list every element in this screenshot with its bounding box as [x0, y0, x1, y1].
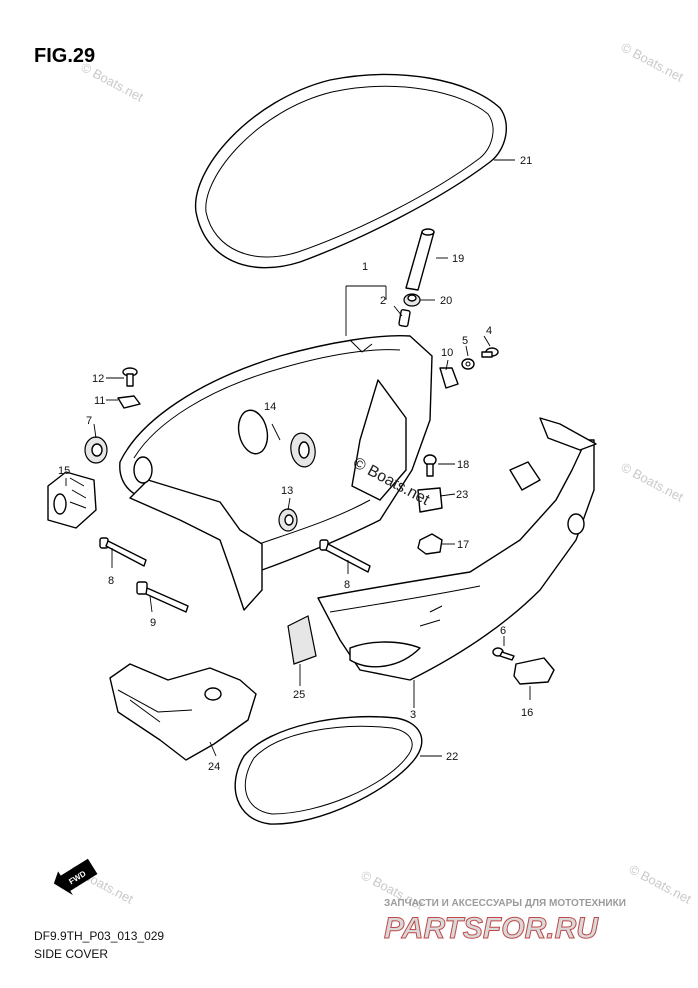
callout-8-left: 8 [108, 575, 114, 587]
callout-3: 3 [410, 709, 416, 721]
watermark-right: © Boats.net [619, 459, 687, 504]
washer-5 [461, 358, 475, 370]
figure-title: FIG.29 [34, 45, 95, 67]
figure-code: DF9.9TH_P03_013_029 [34, 929, 164, 943]
callout-14: 14 [264, 401, 276, 413]
callout-21: 21 [520, 155, 532, 167]
callout-17: 17 [457, 539, 469, 551]
callout-18: 18 [457, 459, 469, 471]
callout-25: 25 [293, 689, 305, 701]
callout-2: 2 [380, 295, 386, 307]
seal-ring-21 [194, 73, 507, 269]
grommet-13 [278, 508, 298, 532]
watermark-bottom-right: © Boats.net [627, 861, 695, 906]
brand-logo: PARTSFOR.RU [384, 912, 599, 945]
callout-1: 1 [362, 261, 368, 273]
callout-6: 6 [500, 625, 506, 637]
side-cover-1 [119, 335, 433, 611]
side-cover-3 [317, 417, 597, 681]
bolt-9 [136, 581, 189, 613]
callout-4: 4 [486, 325, 492, 337]
callout-labels: 1 2 3 4 5 6 7 8 8 9 10 11 12 13 14 15 16… [58, 155, 533, 773]
watermark-top-right: © Boats.net [619, 39, 687, 84]
screw-6 [492, 647, 515, 661]
grommet-7 [84, 436, 108, 464]
fwd-arrow-icon: FWD [53, 858, 98, 896]
latch-cover-16 [513, 657, 555, 685]
callout-24: 24 [208, 761, 220, 773]
bracket-10 [439, 367, 459, 389]
callout-5: 5 [462, 335, 468, 347]
bolt-8-left [99, 537, 147, 567]
callout-20: 20 [440, 295, 452, 307]
callout-22: 22 [446, 751, 458, 763]
callout-12: 12 [92, 373, 104, 385]
callout-16: 16 [521, 707, 533, 719]
callout-15: 15 [58, 465, 70, 477]
callout-9: 9 [150, 617, 156, 629]
callout-8-right: 8 [344, 579, 350, 591]
grommet-14 [290, 432, 316, 468]
nut-17 [417, 533, 443, 555]
pin-19 [405, 228, 435, 291]
callout-13: 13 [281, 485, 293, 497]
screw-4 [481, 347, 499, 358]
clip-23 [417, 487, 443, 513]
callout-7: 7 [86, 415, 92, 427]
callout-10: 10 [441, 347, 453, 359]
grommet-20 [403, 293, 421, 307]
bracket-24 [109, 663, 257, 761]
latch-15 [47, 471, 97, 529]
brand-tagline: ЗАПЧАСТИ И АКСЕССУАРЫ ДЛЯ МОТОТЕХНИКИ [384, 898, 626, 909]
callout-23: 23 [456, 489, 468, 501]
watermark-top: © Boats.net [79, 59, 147, 104]
callout-11: 11 [94, 395, 105, 407]
clip-11 [117, 395, 141, 409]
stud-2 [398, 309, 411, 328]
gasket-25 [287, 615, 317, 665]
figure-caption: SIDE COVER [34, 947, 108, 961]
screw-12 [122, 367, 138, 387]
callout-19: 19 [452, 253, 464, 265]
screw-18 [423, 454, 437, 477]
lead-lines [65, 159, 531, 757]
seal-ring-22 [234, 715, 423, 825]
bolt-8-right [319, 539, 371, 573]
